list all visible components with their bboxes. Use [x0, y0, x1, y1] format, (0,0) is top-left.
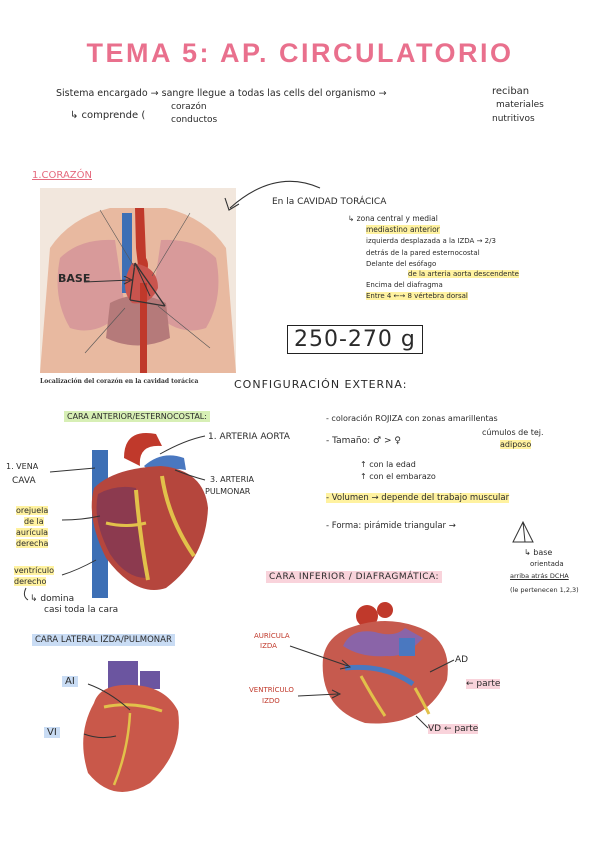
curve-arrow	[224, 180, 321, 211]
base-label: BASE	[58, 272, 91, 285]
inferior-heading: CARA INFERIOR / DIAFRAGMÁTICA:	[266, 571, 443, 583]
label-vena-cava-2: CAVA	[12, 476, 36, 486]
cavity-line: de la arteria aorta descendente	[408, 270, 519, 278]
lateral-ai: AI	[62, 676, 78, 687]
intro-result-2: materiales	[496, 100, 544, 110]
inferior-parte-1: ← parte	[466, 679, 501, 689]
prop-base-1: ↳ base	[524, 548, 553, 557]
lateral-vi: VI	[44, 727, 60, 738]
cavity-line: Encima del diafragma	[366, 281, 443, 289]
inferior-auricula-1: AURÍCULA	[254, 632, 290, 640]
base-arrow	[84, 276, 134, 285]
prop-embarazo: ↑ con el embarazo	[360, 472, 436, 481]
label-pulmonar-1: 3. ARTERIA	[210, 475, 254, 484]
photo-caption: Localización del corazón en la cavidad t…	[40, 378, 199, 385]
cavity-line: mediastino anterior	[366, 225, 440, 234]
external-config-heading: CONFIGURACIÓN EXTERNA:	[234, 378, 408, 391]
label-pulmonar-2: PULMONAR	[205, 487, 251, 496]
cavity-line: Delante del esófago	[366, 260, 437, 268]
prop-forma: - Forma: pirámide triangular →	[326, 521, 456, 531]
label-ventriculo: ventrículo	[14, 566, 54, 575]
cavity-title: En la CAVIDAD TORÁCICA	[272, 197, 387, 207]
prop-edad: ↑ con la edad	[360, 460, 416, 469]
label-ventriculo: derecho	[14, 577, 47, 586]
anterior-arrows	[23, 435, 206, 601]
prop-cumulos-1: cúmulos de tej.	[482, 428, 544, 437]
page-title: TEMA 5: AP. CIRCULATORIO	[86, 38, 514, 68]
label-vena-cava-1: 1. VENA	[6, 462, 39, 471]
label-orejuela: orejuela	[16, 506, 49, 515]
anterior-heading: CARA ANTERIOR/ESTERNOCOSTAL:	[64, 411, 210, 422]
lateral-arrows	[83, 683, 131, 739]
prop-volumen: - Volumen → depende del trabajo muscular	[326, 493, 510, 503]
cavity-line: ↳ zona central y medial	[348, 214, 438, 223]
label-orejuela: aurícula	[16, 528, 49, 537]
anterior-heart-illustration	[91, 433, 208, 598]
inferior-vd: VD ← parte	[428, 724, 479, 734]
label-domina: ↳ domina	[30, 594, 75, 604]
label-domina-2: casi toda la cara	[44, 605, 119, 615]
section-heading-corazon: 1.CORAZÓN	[32, 170, 92, 181]
prop-coloracion: - coloración ROJIZA con zonas amarillent…	[326, 414, 498, 423]
heart-weight: 250-270 g	[287, 325, 423, 354]
label-aorta: 1. ARTERIA AORTA	[208, 432, 290, 442]
comprende-item-2: conductos	[171, 115, 218, 125]
intro-result-1: reciban	[492, 86, 530, 97]
cavity-line: Entre 4 ←→ 8 vértebra dorsal	[366, 292, 468, 300]
prop-base-4: (le pertenecen 1,2,3)	[510, 586, 579, 594]
comprende-item-1: corazón	[171, 102, 207, 112]
prop-base-3: arriba atrás DCHA	[510, 572, 569, 580]
prop-tamano: - Tamaño: ♂ > ♀	[326, 436, 401, 446]
label-orejuela: de la	[24, 517, 44, 526]
intro-result-3: nutritivos	[492, 114, 535, 124]
inferior-heart-illustration	[322, 602, 448, 724]
inferior-ad: AD	[455, 655, 469, 665]
prop-base-2: orientada	[530, 560, 564, 568]
cavity-line: detrás de la pared esternocostal	[366, 249, 480, 257]
inferior-ventriculo-1: VENTRÍCULO	[249, 686, 294, 694]
lateral-heading: CARA LATERAL IZDA/PULMONAR	[32, 634, 175, 646]
intro-line: Sistema encargado → sangre llegue a toda…	[56, 88, 387, 99]
prop-cumulos-2: adiposo	[500, 440, 532, 449]
inferior-auricula-2: IZDA	[260, 642, 277, 650]
inferior-arrows	[289, 645, 455, 729]
comprende-label: ↳ comprende (	[70, 110, 146, 121]
inferior-ventriculo-2: IZDO	[262, 697, 280, 705]
thorax-illustration	[40, 188, 236, 373]
pyramid-icon	[512, 520, 534, 543]
cavity-line: izquierda desplazada a la IZDA → 2/3	[366, 237, 496, 245]
label-orejuela: derecha	[16, 539, 49, 548]
lateral-heart-illustration	[83, 661, 179, 792]
